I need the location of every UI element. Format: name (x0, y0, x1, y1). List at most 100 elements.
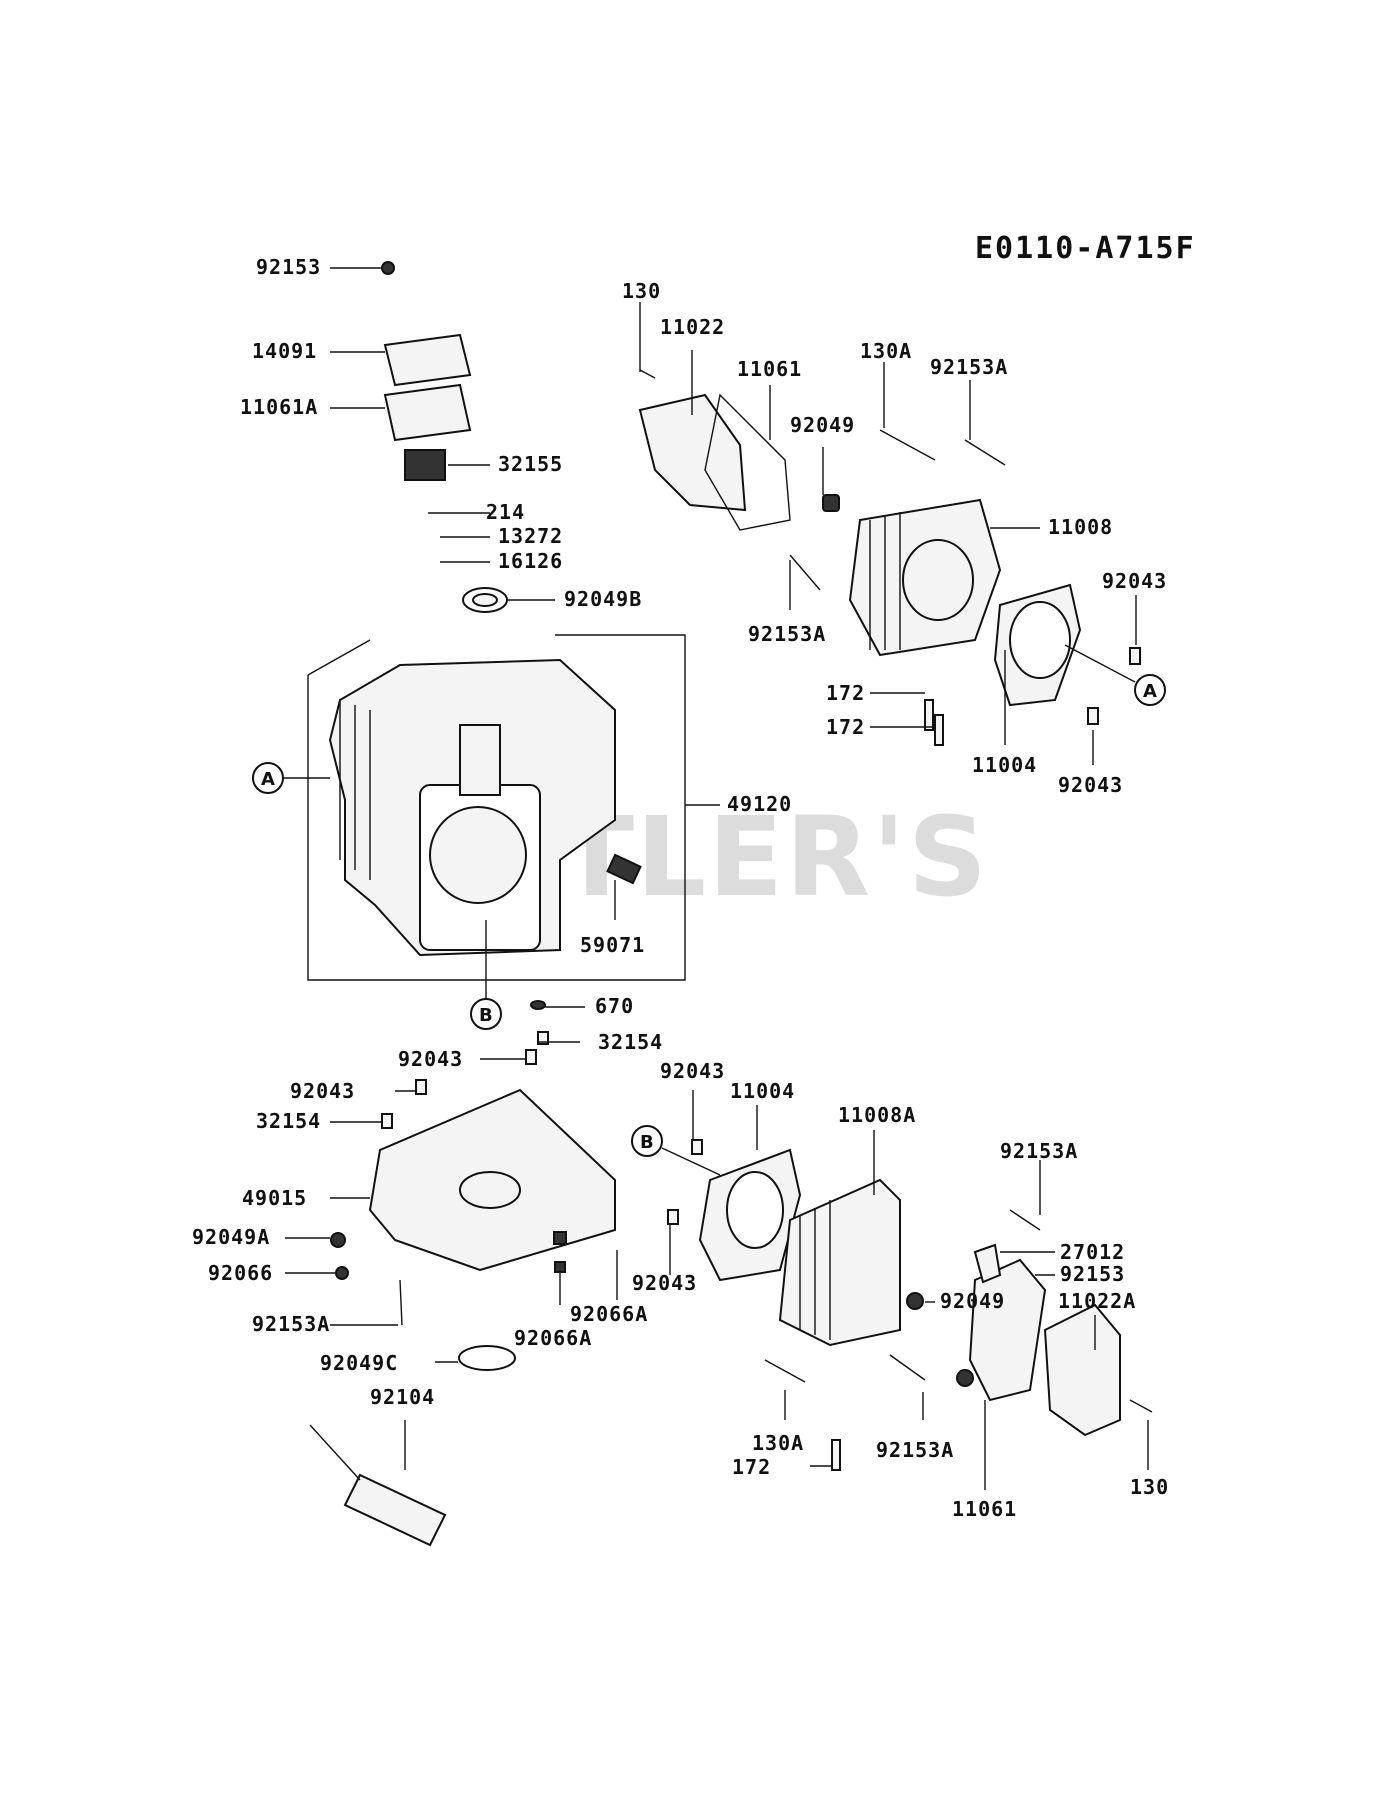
label-670: 670 (595, 994, 634, 1018)
bracket-tick (307, 639, 371, 676)
head-gasket-right-bore (1009, 601, 1071, 679)
dowel-bl-c (537, 1031, 549, 1045)
label-92043-br-b: 92043 (632, 1271, 697, 1295)
callout-b-top: B (470, 920, 502, 1030)
rocker-gasket-shape (704, 393, 791, 531)
head-gasket-left-bore (726, 1171, 784, 1249)
label-130-br: 130 (1130, 1475, 1169, 1499)
leader-lines (285, 267, 1149, 1490)
label-11061a: 11061A (240, 395, 318, 419)
label-32154-a: 32154 (598, 1030, 663, 1054)
label-92049a: 92049A (192, 1225, 270, 1249)
reed-valve-shape (404, 449, 446, 481)
label-92104: 92104 (370, 1385, 435, 1409)
dowel-br-b (667, 1209, 679, 1225)
label-27012: 27012 (1060, 1240, 1125, 1264)
label-49120: 49120 (727, 792, 792, 816)
stud-172-a (924, 699, 934, 731)
stud-172-b (934, 714, 944, 746)
head-right-port (902, 539, 974, 621)
label-92043-bl-a: 92043 (398, 1047, 463, 1071)
label-92043-br-a: 92043 (660, 1059, 725, 1083)
dowel-bl-d (381, 1113, 393, 1129)
sealant-tube-body (343, 1473, 447, 1547)
part-labels: 92153 14091 11061A 32155 214 13272 16126… (192, 255, 1169, 1521)
breather-gasket-shape (383, 383, 472, 442)
crankcase-cover-boss (459, 1171, 521, 1209)
label-172-b: 172 (826, 715, 865, 739)
bolt-130a-br (764, 1359, 806, 1383)
callout-a-left-label: A (261, 769, 275, 790)
label-92049c: 92049C (320, 1351, 398, 1375)
label-11004-top: 11004 (972, 753, 1037, 777)
label-32154-b: 32154 (256, 1109, 321, 1133)
bolt-130a-shape (879, 429, 936, 461)
callout-a-right-label: A (1143, 681, 1157, 702)
plug-92066 (335, 1266, 349, 1280)
oil-seal-inner (472, 593, 498, 607)
label-92066a-b: 92066A (570, 1302, 648, 1326)
filter-shape (606, 853, 642, 885)
label-92066a-a: 92066A (514, 1326, 592, 1350)
crankcase-assembly-drawing (307, 261, 686, 1010)
cylinder-bore (429, 806, 527, 904)
dowel-b (1087, 707, 1099, 725)
label-92153-br: 92153 (1060, 1262, 1125, 1286)
label-92153a-top: 92153A (930, 355, 1008, 379)
callout-b-bottom-label: B (640, 1132, 654, 1153)
bolt-top-shape (381, 261, 395, 275)
label-92066: 92066 (208, 1261, 273, 1285)
bolt-92153a-br-b (1009, 1209, 1041, 1231)
nut-92049-b (956, 1369, 974, 1387)
bracket-27012 (973, 1243, 1002, 1284)
label-92153a-br-b: 92153A (876, 1438, 954, 1462)
callout-a-left: A (252, 762, 330, 794)
label-172-c: 172 (732, 1455, 771, 1479)
label-59071: 59071 (580, 933, 645, 957)
label-92153a-bl: 92153A (252, 1312, 330, 1336)
label-92049-top: 92049 (790, 413, 855, 437)
dowel-br-a (691, 1139, 703, 1155)
cooling-fins (339, 700, 371, 880)
rocker-cover-shape (638, 393, 747, 512)
label-214: 214 (486, 500, 525, 524)
crank-boss (459, 724, 501, 796)
label-92043-right: 92043 (1058, 773, 1123, 797)
o-ring-shape (530, 1000, 546, 1010)
cylinder-head-left-drawing (667, 1139, 1153, 1471)
bolt-130-br (1129, 1399, 1153, 1413)
label-92043-top: 92043 (1102, 569, 1167, 593)
label-92049b: 92049B (564, 587, 642, 611)
bracket-49120 (307, 634, 686, 981)
label-11008: 11008 (1048, 515, 1113, 539)
plug-92049a (330, 1232, 346, 1248)
label-130-top: 130 (622, 279, 661, 303)
dowel-a (1129, 647, 1141, 665)
head-left-fins (799, 1200, 831, 1340)
label-92153a-br-a: 92153A (1000, 1139, 1078, 1163)
head-right-fins (869, 512, 901, 650)
rocker-cover-11022a (1043, 1303, 1121, 1437)
callout-b-bottom: B (631, 1125, 721, 1176)
label-92153a-mid: 92153A (748, 622, 826, 646)
bolt-92153a-bl (399, 1279, 403, 1326)
label-11061-top: 11061 (737, 357, 802, 381)
label-130a-br: 130A (752, 1431, 804, 1455)
cylinder-head-right-drawing (638, 369, 1141, 746)
callout-a-right: A (1064, 644, 1166, 706)
label-92153-top: 92153 (256, 255, 321, 279)
diagram-id: E0110-A715F (975, 231, 1196, 266)
head-left-shape (778, 1178, 901, 1347)
label-11008a: 11008A (838, 1103, 916, 1127)
label-130a-top: 130A (860, 339, 912, 363)
label-92049-br: 92049 (940, 1289, 1005, 1313)
label-16126: 16126 (498, 549, 563, 573)
sealant-tube-nozzle (309, 1424, 361, 1481)
label-11004-bottom: 11004 (730, 1079, 795, 1103)
nut-shape (822, 494, 840, 512)
label-172-a: 172 (826, 681, 865, 705)
label-13272: 13272 (498, 524, 563, 548)
bolt-92153a-br (889, 1354, 926, 1381)
label-32155: 32155 (498, 452, 563, 476)
